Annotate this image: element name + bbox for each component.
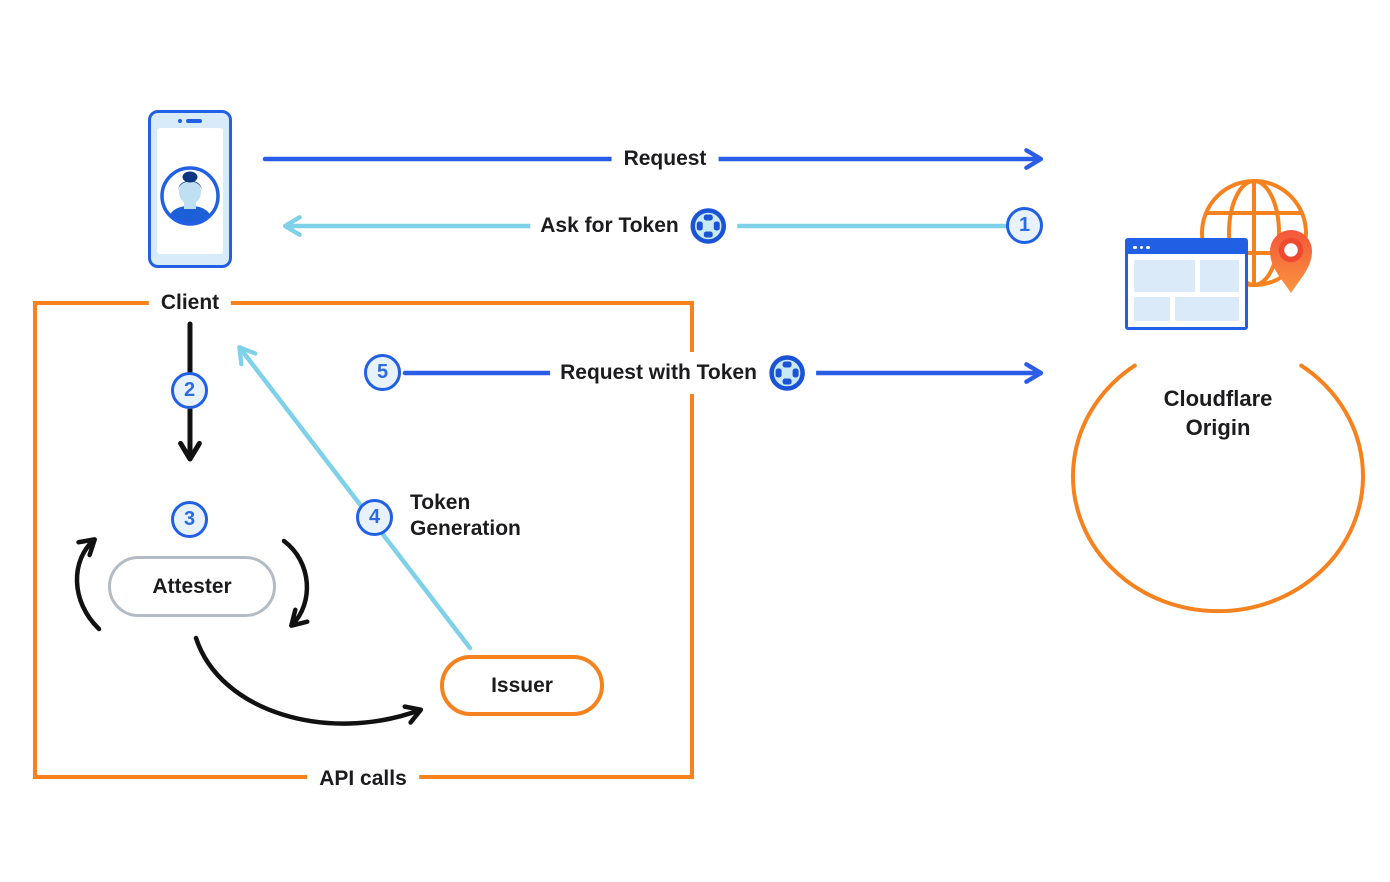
token-generation-label: Token Generation [410,491,521,540]
token-icon [769,355,805,391]
attester-label: Attester [152,574,232,598]
attester-to-issuer-arrow [193,635,424,726]
client-label: Client [148,290,232,316]
browser-window-icon [1125,238,1248,330]
client-phone-icon [148,110,232,268]
browser-titlebar [1128,241,1245,254]
attester-node: Attester [108,556,276,617]
step-5-badge: 5 [364,354,401,391]
phone-speaker [178,119,202,123]
request-with-token-label: Request with Token [560,361,757,384]
token-icon [690,208,727,244]
step-2-badge: 2 [171,372,208,409]
ask-for-token-label-group: Ask for Token [530,205,738,247]
origin-circle [1071,363,1365,614]
request-with-token-label-group: Request with Token [550,352,816,394]
issuer-label: Issuer [491,673,553,697]
token-generation-arrow [237,345,473,651]
globe-icon [1200,179,1308,287]
step-1-badge: 1 [1006,207,1043,244]
api-calls-label: API calls [307,766,419,792]
location-pin-icon [1270,230,1312,293]
step-4-badge: 4 [356,499,393,536]
ask-for-token-label: Ask for Token [540,214,679,237]
attester-loop-right-arrow [281,538,310,628]
user-avatar-icon [160,166,220,226]
request-label: Request [611,146,719,172]
cloudflare-origin-label: Cloudflare Origin [1163,386,1273,440]
attester-loop-left-arrow [74,537,102,632]
step-3-badge: 3 [171,501,208,538]
issuer-node: Issuer [440,655,604,716]
